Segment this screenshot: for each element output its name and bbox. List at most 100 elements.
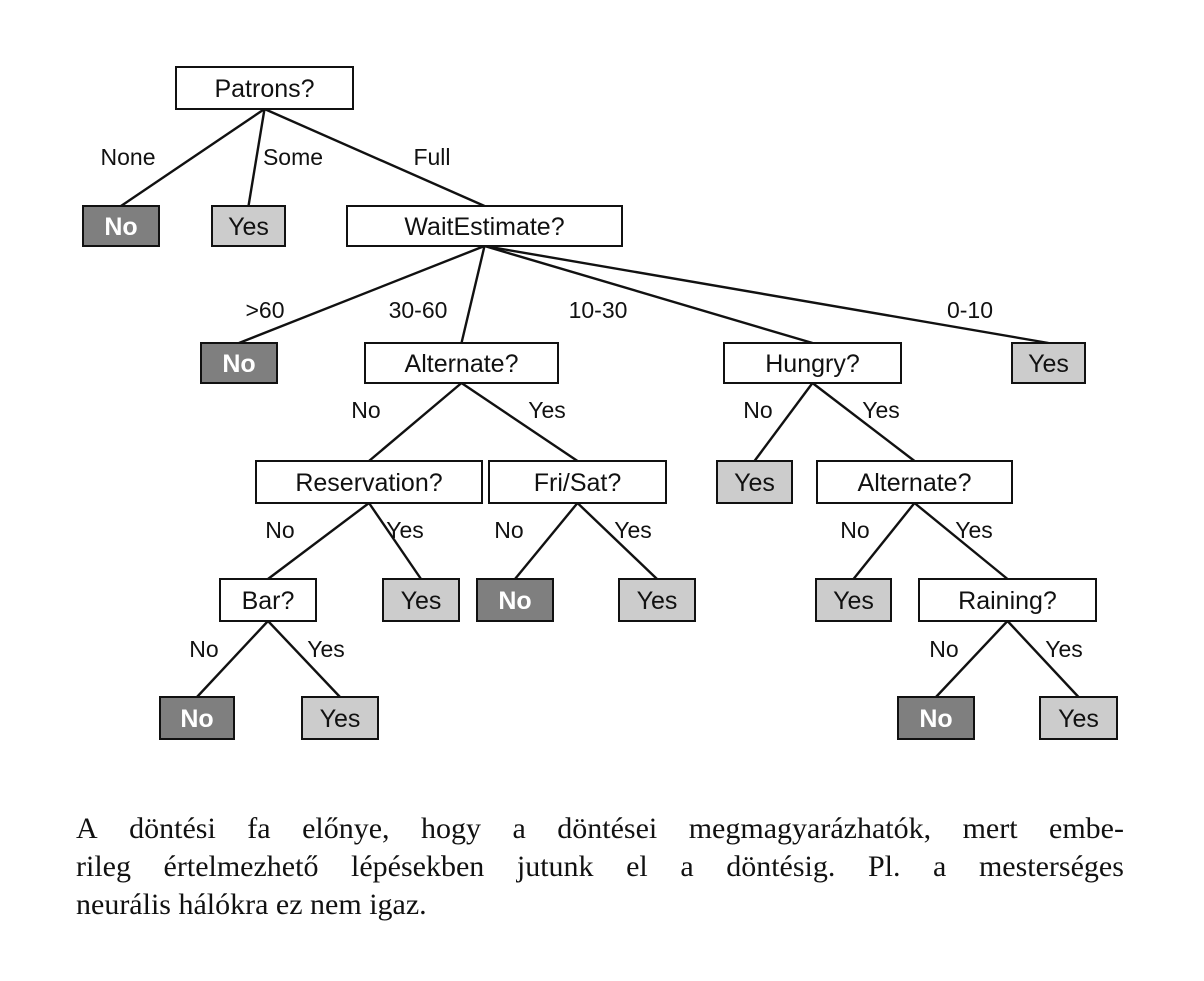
question-node-bar: Bar? — [219, 578, 317, 622]
edge-alternate2-yes6 — [852, 502, 916, 580]
node-box — [476, 578, 554, 622]
edge-label-alternate2-yes6: No — [840, 517, 869, 543]
edge-alternate1-reservation — [368, 382, 463, 462]
node-box — [159, 696, 235, 740]
caption-word: a — [933, 850, 947, 883]
node-label: No — [222, 350, 255, 378]
node-box — [219, 578, 317, 622]
edge-label-bar-yes7: Yes — [307, 636, 345, 662]
node-box — [346, 205, 623, 247]
leaf-no-node-no3: No — [476, 578, 554, 622]
edge-raining-yes8 — [1006, 620, 1080, 698]
caption-word: fa — [247, 812, 271, 845]
question-node-frisat: Fri/Sat? — [488, 460, 667, 504]
node-box — [918, 578, 1097, 622]
node-box — [301, 696, 379, 740]
leaf-yes-node-yes8: Yes — [1039, 696, 1118, 740]
node-label: Yes — [228, 213, 269, 241]
node-label: Yes — [320, 705, 361, 733]
question-node-waitestimate: WaitEstimate? — [346, 205, 623, 247]
caption-word: a — [680, 850, 694, 883]
caption-word: lépésekben — [351, 850, 485, 883]
edge-alternate1-frisat — [460, 382, 579, 462]
node-label: Yes — [1058, 705, 1099, 733]
node-box — [364, 342, 559, 384]
edge-label-reservation-yes4: Yes — [386, 517, 424, 543]
edge-label-patrons-waitestimate: Full — [413, 144, 450, 170]
node-label: Fri/Sat? — [534, 469, 622, 497]
node-box — [618, 578, 696, 622]
node-label: Yes — [833, 587, 874, 615]
edge-label-waitestimate-alternate1: 30-60 — [389, 297, 448, 323]
node-label: Yes — [401, 587, 442, 615]
edge-label-raining-yes8: Yes — [1045, 636, 1083, 662]
node-label: WaitEstimate? — [404, 213, 564, 241]
node-label: Alternate? — [405, 350, 519, 378]
edge-label-reservation-bar: No — [265, 517, 294, 543]
node-label: Patrons? — [214, 75, 314, 103]
node-box — [815, 578, 892, 622]
node-box — [488, 460, 667, 504]
edge-label-hungry-yes3: No — [743, 397, 772, 423]
leaf-yes-node-yes3: Yes — [716, 460, 793, 504]
caption-word: döntési — [129, 812, 216, 845]
node-label: No — [180, 705, 213, 733]
node-box — [716, 460, 793, 504]
edge-waitestimate-no2 — [238, 244, 485, 345]
edge-label-waitestimate-yes2: 0-10 — [947, 297, 993, 323]
edge-bar-yes7 — [267, 620, 341, 698]
node-label: Yes — [1028, 350, 1069, 378]
node-box — [211, 205, 286, 247]
caption-line-3: neurális hálókra ez nem igaz. — [76, 888, 427, 921]
node-box — [175, 66, 354, 110]
node-box — [82, 205, 160, 247]
leaf-yes-node-yes4: Yes — [382, 578, 460, 622]
edge-reservation-bar — [267, 502, 370, 580]
node-box — [255, 460, 483, 504]
leaf-no-node-no4: No — [159, 696, 235, 740]
edge-label-alternate2-raining: Yes — [955, 517, 993, 543]
question-node-patrons: Patrons? — [175, 66, 354, 110]
caption-word: döntésig. — [726, 850, 836, 883]
caption-word: embe- — [1049, 812, 1124, 845]
edge-frisat-no3 — [514, 502, 579, 580]
leaf-no-node-no1: No — [82, 205, 160, 247]
edge-bar-no4 — [196, 620, 269, 698]
node-label: Yes — [637, 587, 678, 615]
edge-label-frisat-yes5: Yes — [614, 517, 652, 543]
node-label: Yes — [734, 469, 775, 497]
caption-word: Pl. — [867, 850, 901, 883]
edge-label-alternate1-frisat: Yes — [528, 397, 566, 423]
node-label: Hungry? — [765, 350, 860, 378]
question-node-hungry: Hungry? — [723, 342, 902, 384]
edge-hungry-yes3 — [753, 382, 814, 462]
edge-raining-no5 — [935, 620, 1009, 698]
caption-word: a — [512, 812, 526, 845]
node-label: Alternate? — [858, 469, 972, 497]
node-box — [723, 342, 902, 384]
edge-patrons-waitestimate — [264, 107, 485, 208]
node-label: Bar? — [242, 587, 295, 615]
edge-label-waitestimate-hungry: 10-30 — [569, 297, 628, 323]
leaf-yes-node-yes7: Yes — [301, 696, 379, 740]
edge-label-patrons-no1: None — [101, 144, 156, 170]
edge-alternate2-raining — [913, 502, 1009, 580]
edge-label-waitestimate-no2: >60 — [245, 297, 284, 323]
caption-word: mesterséges — [978, 850, 1124, 883]
caption-word: döntései — [557, 812, 658, 845]
edge-label-patrons-yes1: Some — [263, 144, 323, 170]
node-box — [1039, 696, 1118, 740]
caption-word: előnye, — [302, 812, 390, 845]
edge-label-frisat-no3: No — [494, 517, 523, 543]
edge-waitestimate-alternate1 — [460, 245, 486, 344]
node-box — [382, 578, 460, 622]
edge-hungry-alternate2 — [811, 382, 916, 462]
edge-label-alternate1-reservation: No — [351, 397, 380, 423]
edge-waitestimate-yes2 — [484, 244, 1049, 345]
leaf-yes-node-yes6: Yes — [815, 578, 892, 622]
leaf-no-node-no2: No — [200, 342, 278, 384]
